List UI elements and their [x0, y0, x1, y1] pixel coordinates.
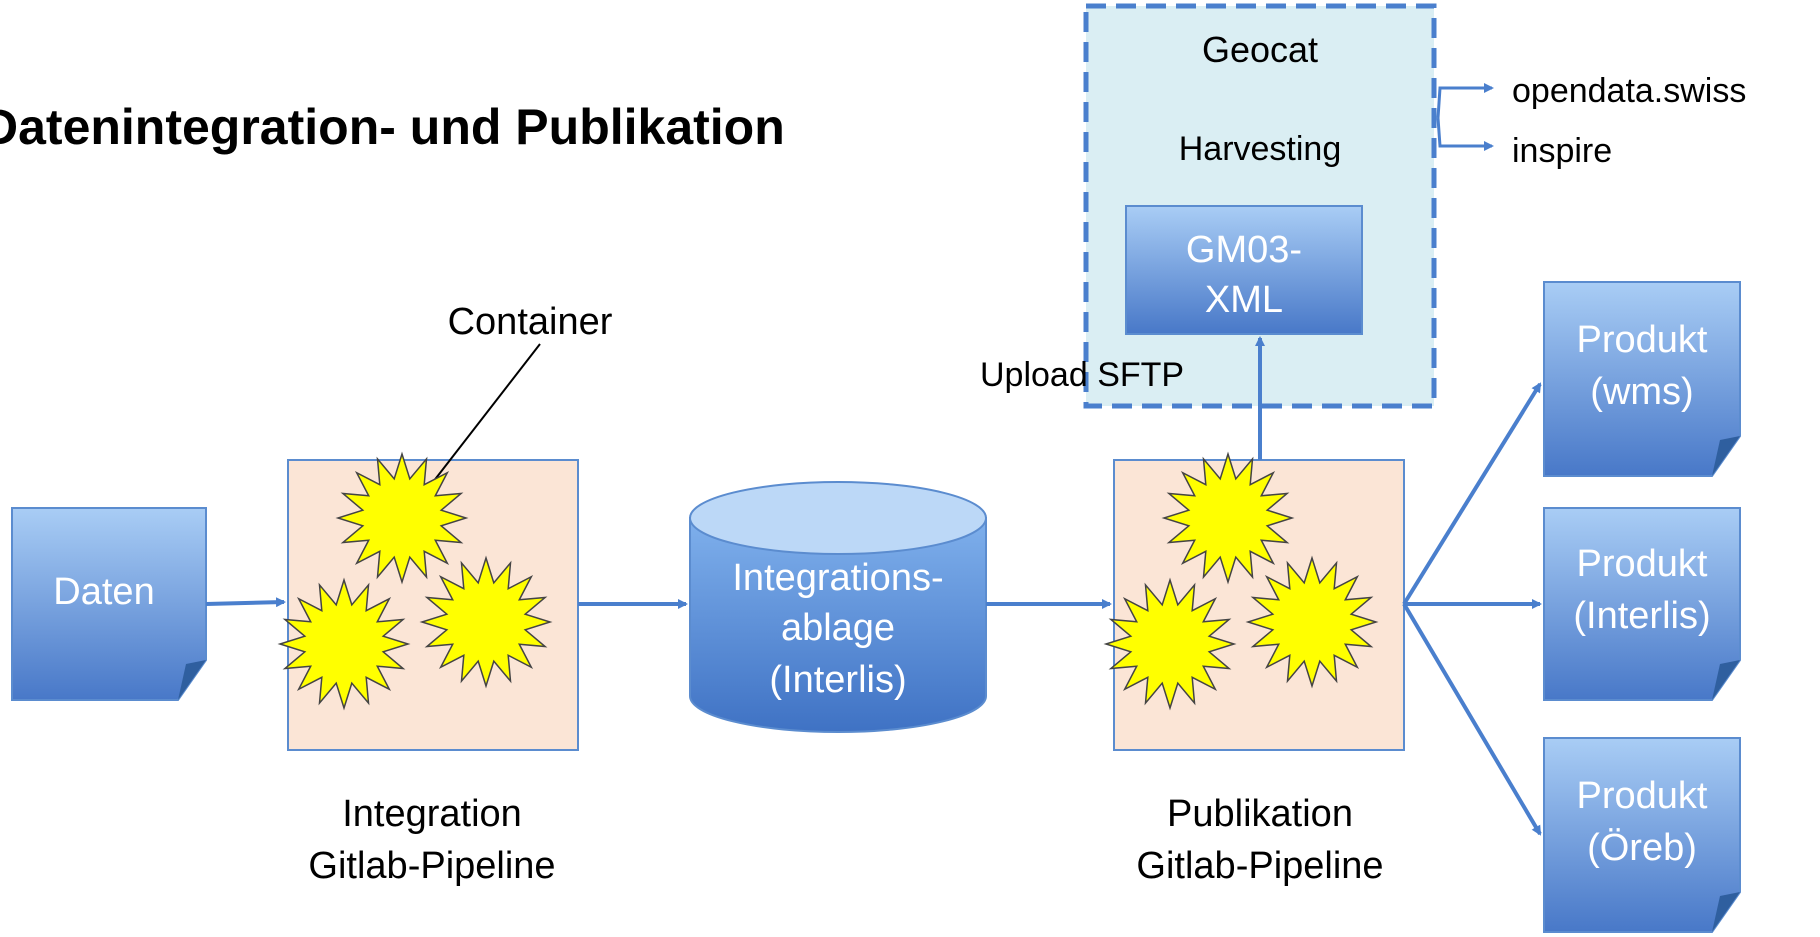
star-burst-icon	[1103, 577, 1237, 711]
integration-caption-line2: Gitlab-Pipeline	[308, 845, 555, 887]
publikation-caption-line1: Publikation	[1167, 793, 1353, 835]
product-oereb-line2: (Öreb)	[1587, 827, 1697, 869]
star-burst-icon	[1245, 555, 1379, 689]
product-interlis-document: Produkt (Interlis)	[1543, 507, 1741, 701]
daten-label: Daten	[53, 571, 154, 613]
publikation-caption-line2: Gitlab-Pipeline	[1136, 845, 1383, 887]
geocat-title: Geocat	[1202, 29, 1318, 70]
product-wms-line2: (wms)	[1590, 371, 1693, 413]
gm03-xml-line2: XML	[1205, 279, 1283, 321]
product-oereb-line1: Produkt	[1577, 775, 1708, 817]
integration-caption-line1: Integration	[342, 793, 522, 835]
product-interlis-line1: Produkt	[1577, 543, 1708, 585]
harvesting-label: Harvesting	[1179, 130, 1342, 168]
storage-line2: ablage	[781, 607, 895, 649]
product-wms-document: Produkt (wms)	[1543, 281, 1741, 477]
upload-sftp-label: Upload SFTP	[980, 356, 1184, 394]
output-inspire: inspire	[1512, 132, 1612, 170]
storage-line1: Integrations-	[732, 557, 943, 599]
geocat-output-arrows	[1436, 83, 1494, 151]
product-oereb-document: Produkt (Öreb)	[1543, 737, 1741, 933]
gm03-xml-box: GM03- XML	[1125, 205, 1363, 335]
star-burst-icon	[419, 555, 553, 689]
container-label: Container	[448, 301, 613, 343]
gm03-xml-line1: GM03-	[1186, 229, 1302, 271]
product-interlis-line2: (Interlis)	[1573, 595, 1710, 637]
star-burst-icon	[335, 451, 469, 585]
product-arrows	[1402, 382, 1542, 836]
daten-document-icon: Daten	[11, 507, 207, 701]
database-icon: Integrations- ablage (Interlis)	[689, 481, 987, 733]
star-burst-group	[277, 451, 1379, 711]
star-burst-icon	[277, 577, 411, 711]
output-opendata-swiss: opendata.swiss	[1512, 72, 1746, 110]
arrow-daten-integration	[205, 597, 286, 608]
storage-line3: (Interlis)	[769, 659, 906, 701]
star-burst-icon	[1161, 451, 1295, 585]
product-wms-line1: Produkt	[1577, 319, 1708, 361]
page-title: Datenintegration- und Publikation	[0, 99, 785, 155]
